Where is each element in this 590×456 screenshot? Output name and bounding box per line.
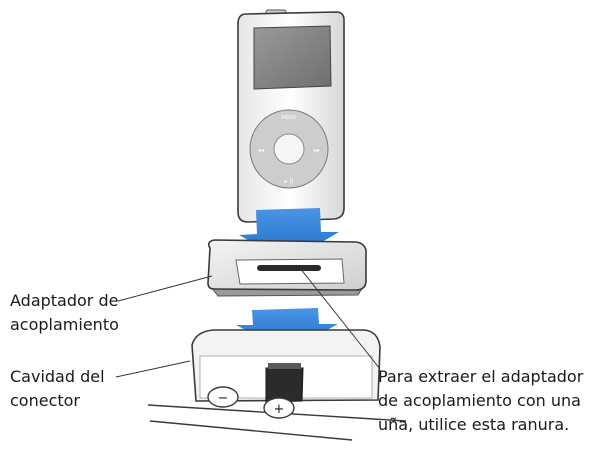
dock-connector [265, 367, 304, 403]
ipod-screen [253, 25, 332, 90]
center-button [273, 133, 305, 165]
adapter-recess [235, 258, 345, 285]
callout-connector-cavity-line-1: Cavidad del [10, 367, 105, 386]
rewind-mark: ◂◂ [258, 147, 264, 154]
callout-removal-slot: Para extraer el adaptador de acoplamient… [378, 365, 583, 437]
adapter-slot [257, 265, 321, 271]
volume-down-shape [207, 386, 239, 408]
volume-up-shape [263, 397, 295, 419]
callout-removal-slot-line-2: de acoplamiento con una [378, 391, 581, 410]
callout-connector-cavity-line-2: conector [10, 391, 81, 410]
leader-cavity [115, 360, 191, 378]
dock-edge-2 [149, 420, 353, 441]
volume-up-label: + [274, 402, 285, 417]
callout-removal-slot-line-3: uña, utilice esta ranura. [378, 415, 570, 434]
callout-removal-slot-line-1: Para extraer el adaptador [378, 367, 584, 386]
volume-down-label: − [218, 391, 229, 406]
callout-connector-cavity: Cavidad del conector [10, 365, 105, 413]
leader-slot [299, 267, 381, 370]
menu-mark: MENU [282, 115, 297, 121]
callout-dock-adapter-line-2: acoplamiento [10, 315, 119, 334]
forward-mark: ▸▸ [314, 147, 320, 154]
dock-adapter [207, 239, 367, 297]
volume-down-button: − [207, 386, 239, 408]
ipod-nano: MENU ◂◂ ▸▸ ▸ || [237, 9, 345, 223]
volume-up-button: + [263, 397, 295, 419]
dock-base [147, 329, 407, 441]
play-mark: ▸ || [285, 178, 294, 185]
dock-connector-top [268, 363, 301, 369]
callout-dock-adapter-line-1: Adaptador de [10, 291, 119, 310]
callout-dock-adapter: Adaptador de acoplamiento [10, 289, 119, 337]
leader-adapter [117, 275, 213, 302]
